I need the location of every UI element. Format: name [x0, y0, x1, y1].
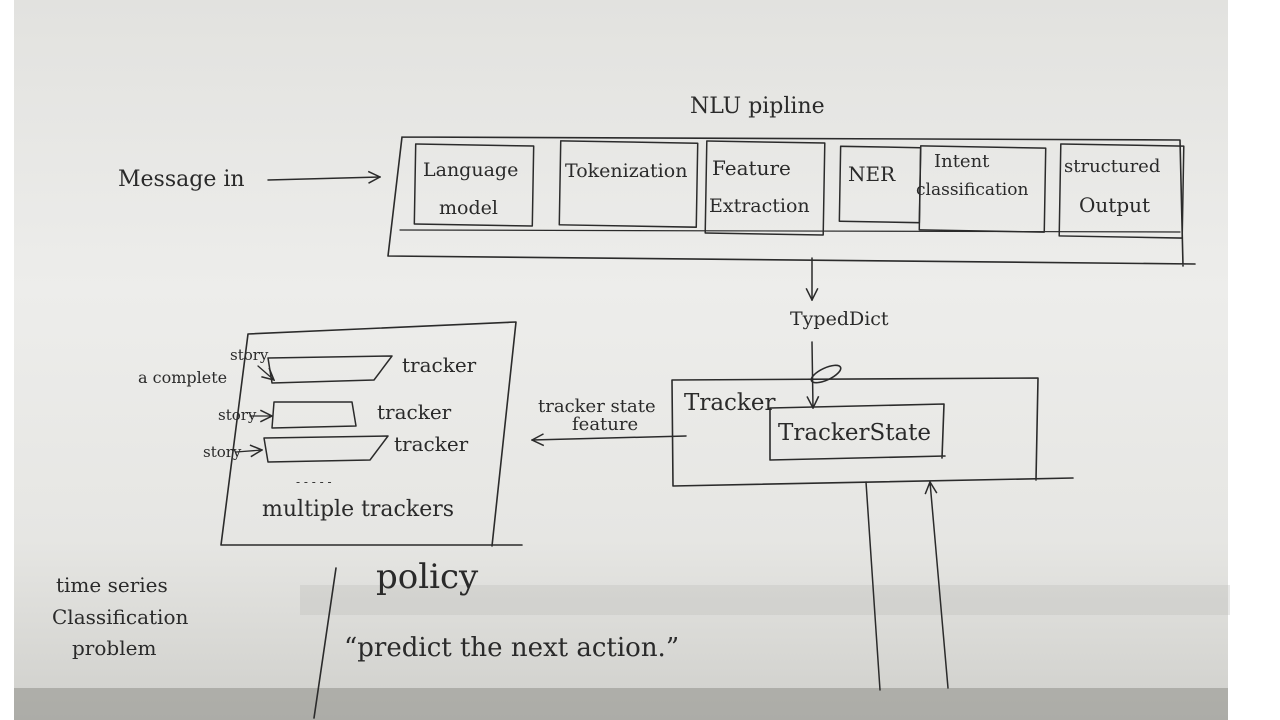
component-intent-classification-box	[918, 145, 1047, 233]
tracker-state-feature-arrow	[532, 436, 687, 440]
paper-shadow-band	[300, 585, 1230, 615]
component-structured-output-line1: structured	[1064, 156, 1160, 177]
story-label-2: story	[218, 406, 257, 424]
pipeline-title: NLU pipline	[690, 94, 825, 119]
multiple-trackers-box	[220, 321, 523, 547]
paper-sheet	[14, 0, 1228, 720]
component-feature-extraction-line2: Extraction	[709, 195, 810, 217]
tracker-slot-label-3: tracker	[394, 432, 469, 456]
component-ner-line1: NER	[848, 162, 896, 186]
policy-label: policy	[376, 557, 479, 597]
tracker-feed-line-right	[930, 482, 949, 689]
time-series-line2: Classification	[52, 605, 188, 629]
a-complete-label: a complete	[138, 368, 227, 387]
ellipsis-dashes: - - - - -	[296, 475, 332, 489]
tracker-state-feature-line2: feature	[572, 414, 638, 435]
tracker-box	[671, 377, 1074, 487]
story-label-1: story	[230, 346, 269, 364]
component-language-model-line1: Language	[423, 159, 518, 181]
predict-next-action: “predict the next action.”	[344, 633, 679, 663]
story-arrow-3	[235, 450, 262, 452]
multiple-trackers-label: multiple trackers	[262, 497, 454, 522]
component-feature-extraction-box	[704, 140, 826, 236]
component-language-model-box	[413, 143, 535, 227]
tracker-label: Tracker	[684, 390, 775, 416]
paper-shadow-bottom	[14, 688, 1228, 720]
story-label-3: story	[203, 443, 242, 461]
component-intent-classification-line2: classification	[916, 180, 1028, 200]
tracker-slot-3	[263, 435, 389, 463]
tracker-slot-label-2: tracker	[377, 400, 452, 424]
message-in-label: Message in	[118, 167, 245, 192]
message-in-arrow	[267, 177, 380, 180]
typeddict-label: TypedDict	[790, 308, 889, 330]
component-structured-output-line2: Output	[1079, 193, 1150, 217]
time-series-line3: problem	[72, 636, 156, 660]
policy-divider	[313, 567, 337, 719]
tracker-state-box	[769, 403, 946, 461]
tracker-slot-1	[267, 355, 393, 384]
tracker-state-label: TrackerState	[778, 420, 931, 446]
pipeline-inner-line	[399, 229, 1181, 233]
component-intent-classification-line1: Intent	[934, 151, 990, 172]
tracker-slot-2	[271, 401, 357, 429]
tracker-feed-line-left	[865, 481, 881, 691]
component-language-model-line2: model	[439, 197, 498, 219]
component-tokenization-box	[558, 140, 699, 228]
time-series-line1: time series	[56, 573, 168, 597]
component-tokenization-line1: Tokenization	[565, 160, 687, 182]
component-structured-output-box	[1058, 143, 1185, 239]
typeddict-down-arrow	[812, 341, 813, 408]
component-feature-extraction-line1: Feature	[712, 156, 791, 180]
tracker-slot-label-1: tracker	[402, 353, 477, 377]
tracker-state-feature-line1: tracker state	[538, 396, 656, 417]
